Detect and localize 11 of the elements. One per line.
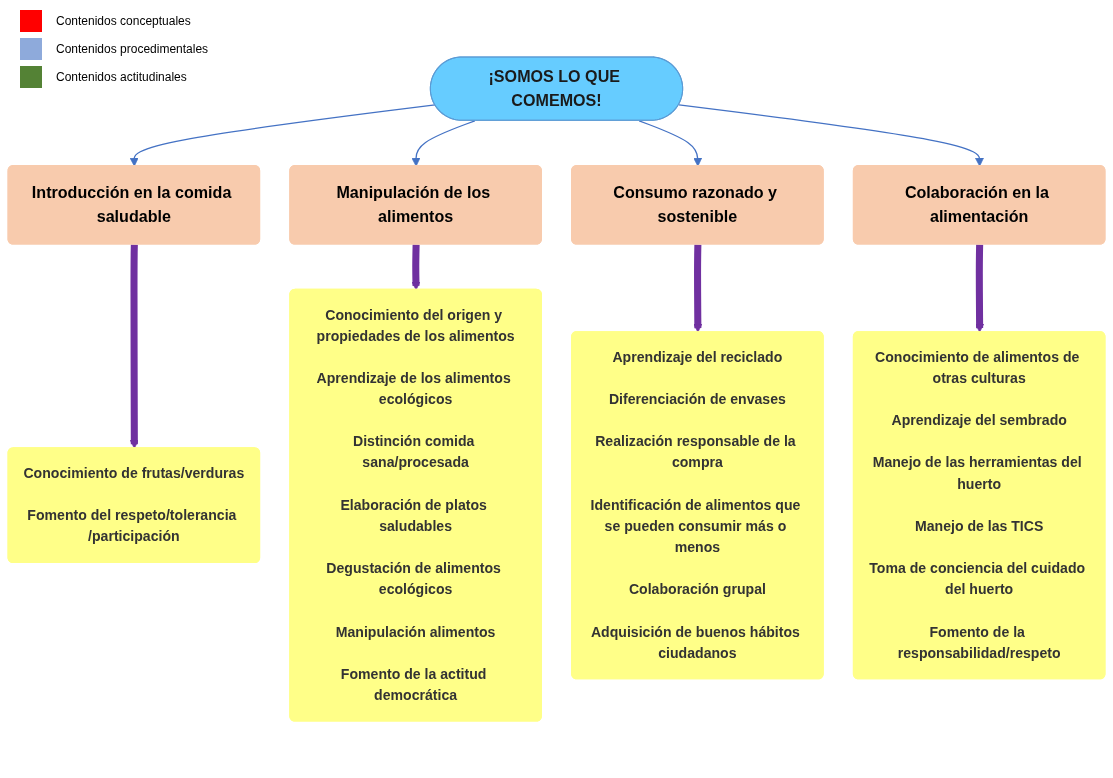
arrow	[129, 104, 436, 167]
arrow	[411, 120, 476, 167]
arrow	[693, 244, 703, 333]
arrow	[411, 244, 421, 291]
arrow	[678, 104, 984, 167]
arrow	[638, 120, 703, 167]
legend-text: Contenidos actitudinales	[56, 70, 187, 84]
arrow	[129, 244, 139, 449]
legend-text: Contenidos procedimentales	[56, 42, 209, 56]
arrow	[975, 244, 985, 333]
legend-text: Contenidos conceptuales	[56, 14, 191, 28]
